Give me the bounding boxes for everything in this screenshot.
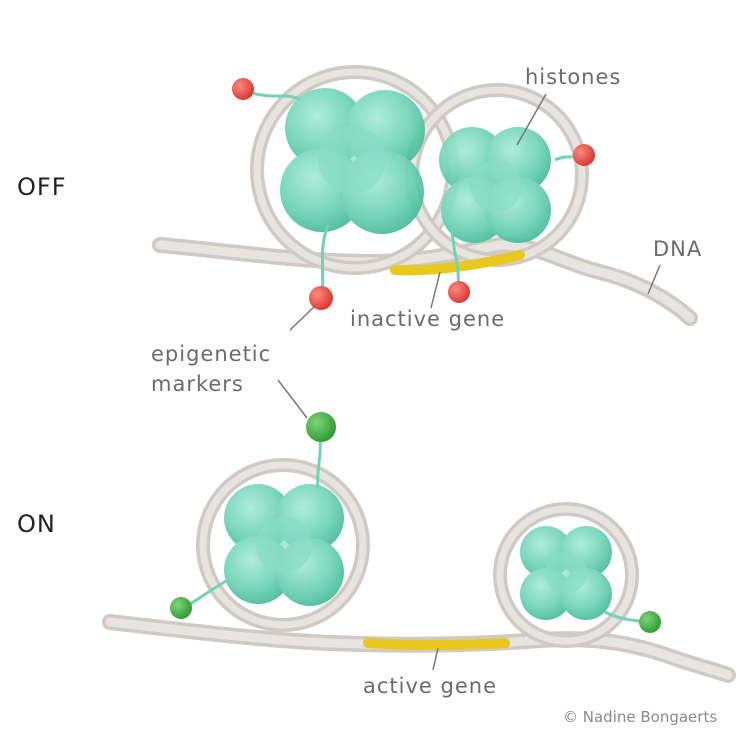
active-gene-leader — [432, 647, 439, 671]
active-gene-segment — [363, 638, 510, 650]
copyright-credit: © Nadine Bongaerts — [563, 708, 718, 726]
histones-leader — [516, 93, 547, 146]
on-state-group — [102, 379, 736, 683]
dna-leader — [647, 264, 661, 295]
histone-cluster-on-1 — [224, 484, 344, 606]
histone-cluster-off-1 — [280, 88, 425, 234]
active-gene-label: active gene — [363, 674, 497, 698]
off-state-group — [152, 65, 698, 331]
epigenetic-marker-green — [170, 597, 192, 619]
histones-label: histones — [525, 65, 622, 89]
epigenetic-marker-green — [639, 611, 661, 633]
dna-label: DNA — [653, 237, 703, 261]
epigenetic-marker-green — [306, 412, 336, 442]
inactive-gene-leader — [430, 271, 441, 309]
histone-cluster-on-2 — [520, 526, 612, 620]
epigenetic-marker-red — [573, 144, 595, 166]
epigenetic-marker-red — [309, 286, 333, 310]
inactive-gene-segment — [390, 250, 525, 276]
inactive-gene-label: inactive gene — [350, 307, 506, 331]
markers-leader-off — [289, 305, 316, 331]
epigenetic-marker-red — [448, 281, 470, 303]
epigenetic-marker-red — [232, 78, 254, 100]
markers-leader-on — [277, 379, 308, 419]
epigenetic-markers-label-line2: markers — [151, 372, 244, 396]
on-label: ON — [17, 510, 56, 538]
histone-cluster-off-2 — [439, 127, 551, 243]
off-label: OFF — [17, 173, 67, 201]
epigenetic-markers-label-line1: epigenetic — [151, 342, 272, 366]
